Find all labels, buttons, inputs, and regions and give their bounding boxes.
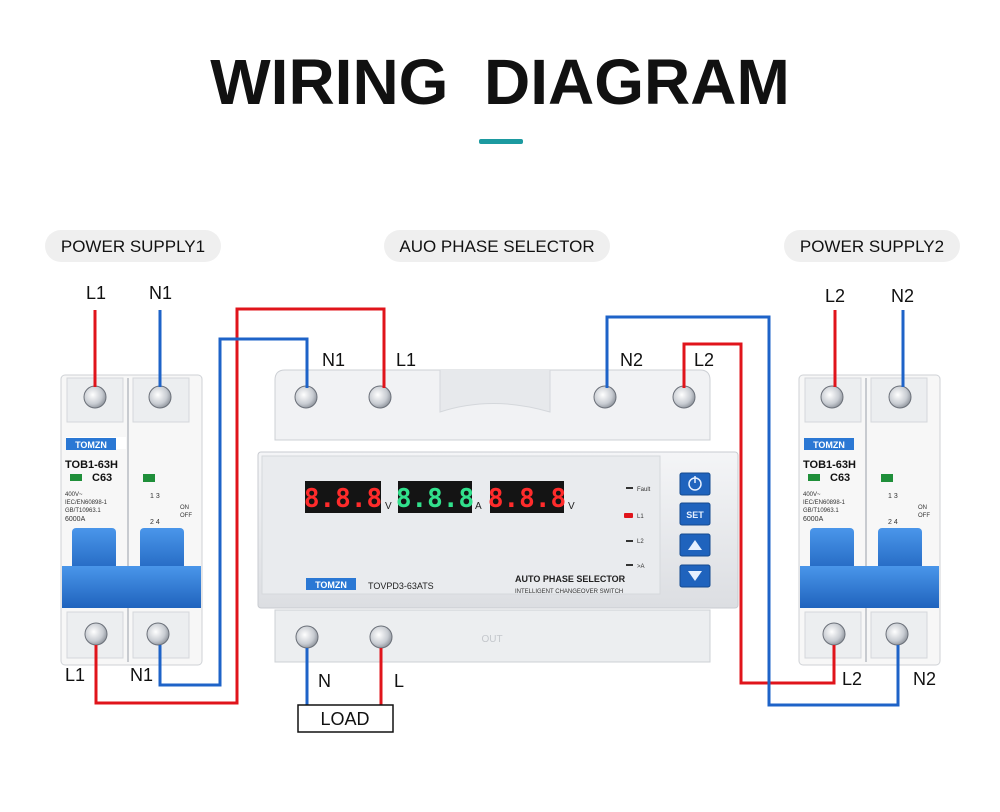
wire-n1-to-device bbox=[158, 337, 309, 687]
device-set-button[interactable]: SET bbox=[679, 502, 711, 526]
label-supply1-l1: L1 bbox=[86, 283, 106, 303]
label-breaker2-out-l2: L2 bbox=[842, 669, 862, 689]
pill-power-supply1-label: POWER SUPPLY1 bbox=[61, 237, 205, 256]
breaker-2: TOMZN TOB1-63H C63 400V~ IEC/EN60898-1 G… bbox=[798, 374, 941, 666]
breaker2-spec-3: GB/T10963.1 bbox=[803, 508, 839, 514]
label-device-n2: N2 bbox=[620, 350, 643, 370]
display-unit-v1: V bbox=[385, 501, 392, 512]
breaker1-model: TOB1-63H bbox=[65, 459, 118, 471]
device-screw-l1 bbox=[368, 385, 392, 409]
display-current bbox=[398, 481, 472, 513]
wire-l1-to-device bbox=[94, 307, 386, 705]
breaker1-bottom-screw-l1 bbox=[84, 622, 108, 646]
breaker1-spec-3: GB/T10963.1 bbox=[65, 508, 101, 514]
breaker1-brand: TOMZN bbox=[75, 440, 107, 450]
breaker1-poles-bottom: 2 4 bbox=[150, 519, 160, 526]
display-unit-v2: V bbox=[568, 501, 575, 512]
breaker2-off: OFF bbox=[918, 513, 930, 519]
label-out-l: L bbox=[394, 671, 404, 691]
breaker1-top-screw-n1 bbox=[148, 385, 172, 409]
breaker2-bottom-screw-l2 bbox=[822, 622, 846, 646]
indicator-l2: L2 bbox=[637, 539, 644, 545]
display-unit-a: A bbox=[475, 501, 482, 512]
breaker2-spec-4: 6000A bbox=[803, 516, 824, 523]
breaker2-top-screw-n2 bbox=[888, 385, 912, 409]
device-set-label: SET bbox=[686, 510, 704, 520]
breaker2-on: ON bbox=[918, 505, 927, 511]
indicator-fault: Fault bbox=[637, 487, 651, 493]
wire-l2-to-device bbox=[682, 342, 836, 685]
wire-n2-to-device bbox=[605, 315, 900, 707]
pill-phase-selector: AUO PHASE SELECTOR bbox=[384, 230, 610, 262]
breaker1-rating: C63 bbox=[92, 472, 112, 484]
label-supply2-l2: L2 bbox=[825, 286, 845, 306]
device-subtitle: INTELLIGENT CHANGEOVER SWITCH bbox=[515, 589, 623, 595]
label-breaker2-out-n2: N2 bbox=[913, 669, 936, 689]
device-power-button[interactable] bbox=[679, 472, 711, 496]
device-model: TOVPD3-63ATS bbox=[368, 581, 434, 591]
breaker2-model: TOB1-63H bbox=[803, 459, 856, 471]
breaker1-on: ON bbox=[180, 505, 189, 511]
pill-power-supply1: POWER SUPPLY1 bbox=[45, 230, 221, 262]
device-screw-out-l bbox=[369, 625, 393, 649]
display-voltage1-value: 8.8.8 bbox=[304, 484, 382, 514]
device-screw-out-n bbox=[295, 625, 319, 649]
title-underline bbox=[479, 139, 523, 144]
breaker2-poles: 1 3 bbox=[888, 493, 898, 500]
device-out-mark: OUT bbox=[481, 634, 502, 645]
breaker2-top-screw-l2 bbox=[820, 385, 844, 409]
load-box: LOAD bbox=[297, 704, 394, 733]
breaker2-toggle-right[interactable] bbox=[878, 528, 922, 576]
label-device-n1: N1 bbox=[322, 350, 345, 370]
breaker-1: TOMZN TOB1-63H C63 400V~ IEC/EN60898-1 G… bbox=[60, 374, 203, 666]
label-supply2-n2: N2 bbox=[891, 286, 914, 306]
device-up-button[interactable] bbox=[679, 533, 711, 557]
device-screw-n1 bbox=[294, 385, 318, 409]
breaker1-top-screw-l1 bbox=[83, 385, 107, 409]
breaker2-spec-1: 400V~ bbox=[803, 492, 821, 498]
indicator-l1: L1 bbox=[637, 514, 644, 520]
breaker2-toggle-left[interactable] bbox=[810, 528, 854, 576]
label-supply1-n1: N1 bbox=[149, 283, 172, 303]
pill-power-supply2-label: POWER SUPPLY2 bbox=[800, 237, 944, 256]
breaker2-bottom-screw-n2 bbox=[885, 622, 909, 646]
device-brand: TOMZN bbox=[315, 580, 347, 590]
pill-power-supply2: POWER SUPPLY2 bbox=[784, 230, 960, 262]
breaker1-spec-2: IEC/EN60898-1 bbox=[65, 500, 108, 506]
breaker1-toggle-left[interactable] bbox=[72, 528, 116, 576]
pill-phase-selector-label: AUO PHASE SELECTOR bbox=[399, 237, 594, 256]
device-screw-n2 bbox=[593, 385, 617, 409]
breaker1-bottom-screw-n1 bbox=[146, 622, 170, 646]
label-device-l1: L1 bbox=[396, 350, 416, 370]
breaker1-off: OFF bbox=[180, 513, 192, 519]
display-voltage2-value: 8.8.8 bbox=[488, 484, 566, 514]
phase-selector-device: 8.8.8 V 8.8.8 A 8.8.8 V Fault L1 L2 >A S… bbox=[257, 369, 739, 663]
breaker1-poles: 1 3 bbox=[150, 493, 160, 500]
page-title: WIRING DIAGRAM bbox=[210, 46, 790, 118]
breaker1-spec-1: 400V~ bbox=[65, 492, 83, 498]
breaker1-spec-4: 6000A bbox=[65, 516, 86, 523]
label-out-n: N bbox=[318, 671, 331, 691]
display-voltage2 bbox=[490, 481, 564, 513]
breaker2-brand: TOMZN bbox=[813, 440, 845, 450]
label-device-l2: L2 bbox=[694, 350, 714, 370]
breaker2-rating: C63 bbox=[830, 472, 850, 484]
display-voltage1 bbox=[305, 481, 381, 513]
breaker2-spec-2: IEC/EN60898-1 bbox=[803, 500, 846, 506]
load-label: LOAD bbox=[320, 709, 369, 729]
indicator-over-current: >A bbox=[637, 564, 645, 570]
label-breaker1-out-n1: N1 bbox=[130, 665, 153, 685]
display-current-value: 8.8.8 bbox=[396, 484, 474, 514]
device-name: AUTO PHASE SELECTOR bbox=[515, 574, 626, 584]
device-screw-l2 bbox=[672, 385, 696, 409]
breaker2-poles-bottom: 2 4 bbox=[888, 519, 898, 526]
device-down-button[interactable] bbox=[679, 564, 711, 588]
breaker1-toggle-right[interactable] bbox=[140, 528, 184, 576]
label-breaker1-out-l1: L1 bbox=[65, 665, 85, 685]
